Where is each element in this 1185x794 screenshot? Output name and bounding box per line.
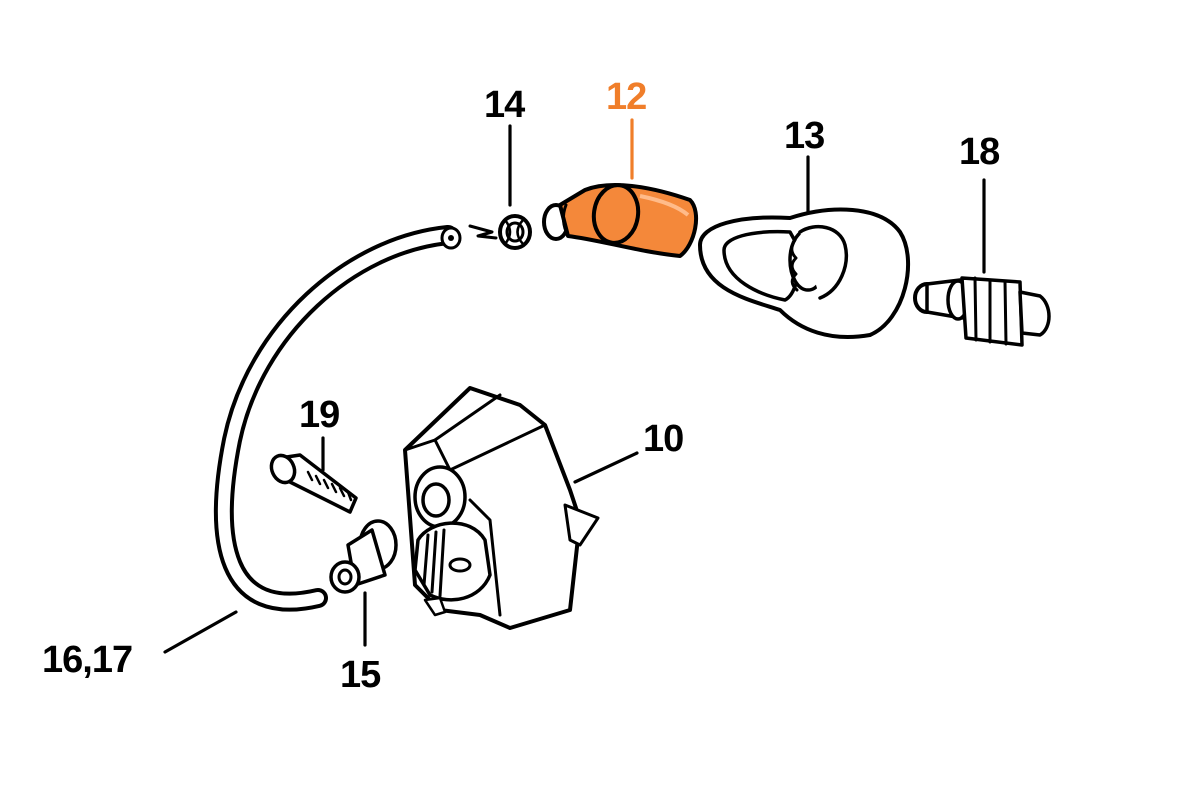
mounting-bolt[interactable]	[267, 452, 358, 514]
callout-15: 15	[340, 654, 381, 696]
leader-line-10	[573, 451, 639, 484]
callout-16-17: 16,17	[42, 639, 133, 681]
callout-19: 19	[299, 394, 340, 436]
callout-14: 14	[484, 84, 525, 126]
callout-18: 18	[959, 131, 1000, 173]
callout-10: 10	[643, 418, 684, 460]
contact-spring[interactable]	[468, 214, 532, 250]
spark-plug-boot[interactable]	[542, 182, 699, 258]
spark-plug-connector[interactable]	[913, 276, 1051, 347]
leader-line-16-17	[163, 610, 238, 654]
ignition-module[interactable]	[403, 386, 600, 630]
callout-13: 13	[784, 115, 825, 157]
ignition-hose[interactable]	[213, 225, 462, 612]
sleeve-bushing[interactable]	[329, 519, 398, 594]
callout-12: 12	[606, 76, 647, 118]
mounting-grommet[interactable]	[698, 207, 910, 339]
